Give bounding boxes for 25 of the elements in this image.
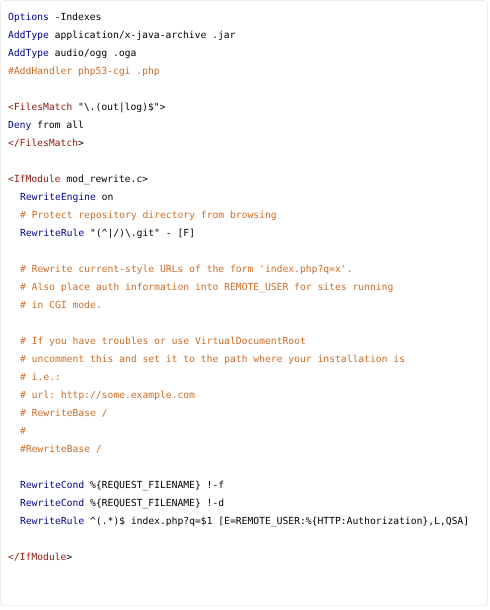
- code-line: AddType application/x-java-archive .jar: [8, 29, 236, 43]
- code-line: <FilesMatch "\.(out|log)$">: [8, 101, 166, 115]
- code-line: # i.e.:: [20, 371, 61, 385]
- code-line: RewriteRule ^(.*)$ index.php?q=$1 [E=REMOTE_USER:%{HTTP:Authorization},L,QSA]: [20, 515, 470, 529]
- code-line: # Also place auth information into REMOTE_USER for sites running: [20, 281, 394, 295]
- code-line: RewriteCond %{REQUEST_FILENAME} !-f: [20, 479, 224, 493]
- code-line: #: [20, 425, 26, 439]
- code-line: RewriteRule "(^|/)\.git" - [F]: [20, 227, 195, 241]
- code-line: <IfModule mod_rewrite.c>: [8, 173, 148, 187]
- code-line: </FilesMatch>: [8, 137, 84, 151]
- code-line: # Protect repository directory from browsing: [20, 209, 277, 223]
- code-line: # RewriteBase /: [20, 407, 108, 421]
- code-line: RewriteCond %{REQUEST_FILENAME} !-d: [20, 497, 224, 511]
- code-line: RewriteEngine on: [20, 191, 114, 205]
- code-line: # url: http://some.example.com: [20, 389, 195, 403]
- code-line: Deny from all: [8, 119, 84, 133]
- code-line: # If you have troubles or use VirtualDocumentRoot: [20, 335, 306, 349]
- code-line: #RewriteBase /: [20, 443, 102, 457]
- code-line: # uncomment this and set it to the path where your installation is: [20, 353, 405, 367]
- code-line: # Rewrite current-style URLs of the form 'index.php?q=x'.: [20, 263, 352, 277]
- code-line: # in CGI mode.: [20, 299, 102, 313]
- code-line: #AddHandler php53-cgi .php: [8, 65, 160, 79]
- code-line: Options -Indexes: [8, 11, 102, 25]
- code-line: </IfModule>: [8, 551, 72, 565]
- code-line: AddType audio/ogg .oga: [8, 47, 136, 61]
